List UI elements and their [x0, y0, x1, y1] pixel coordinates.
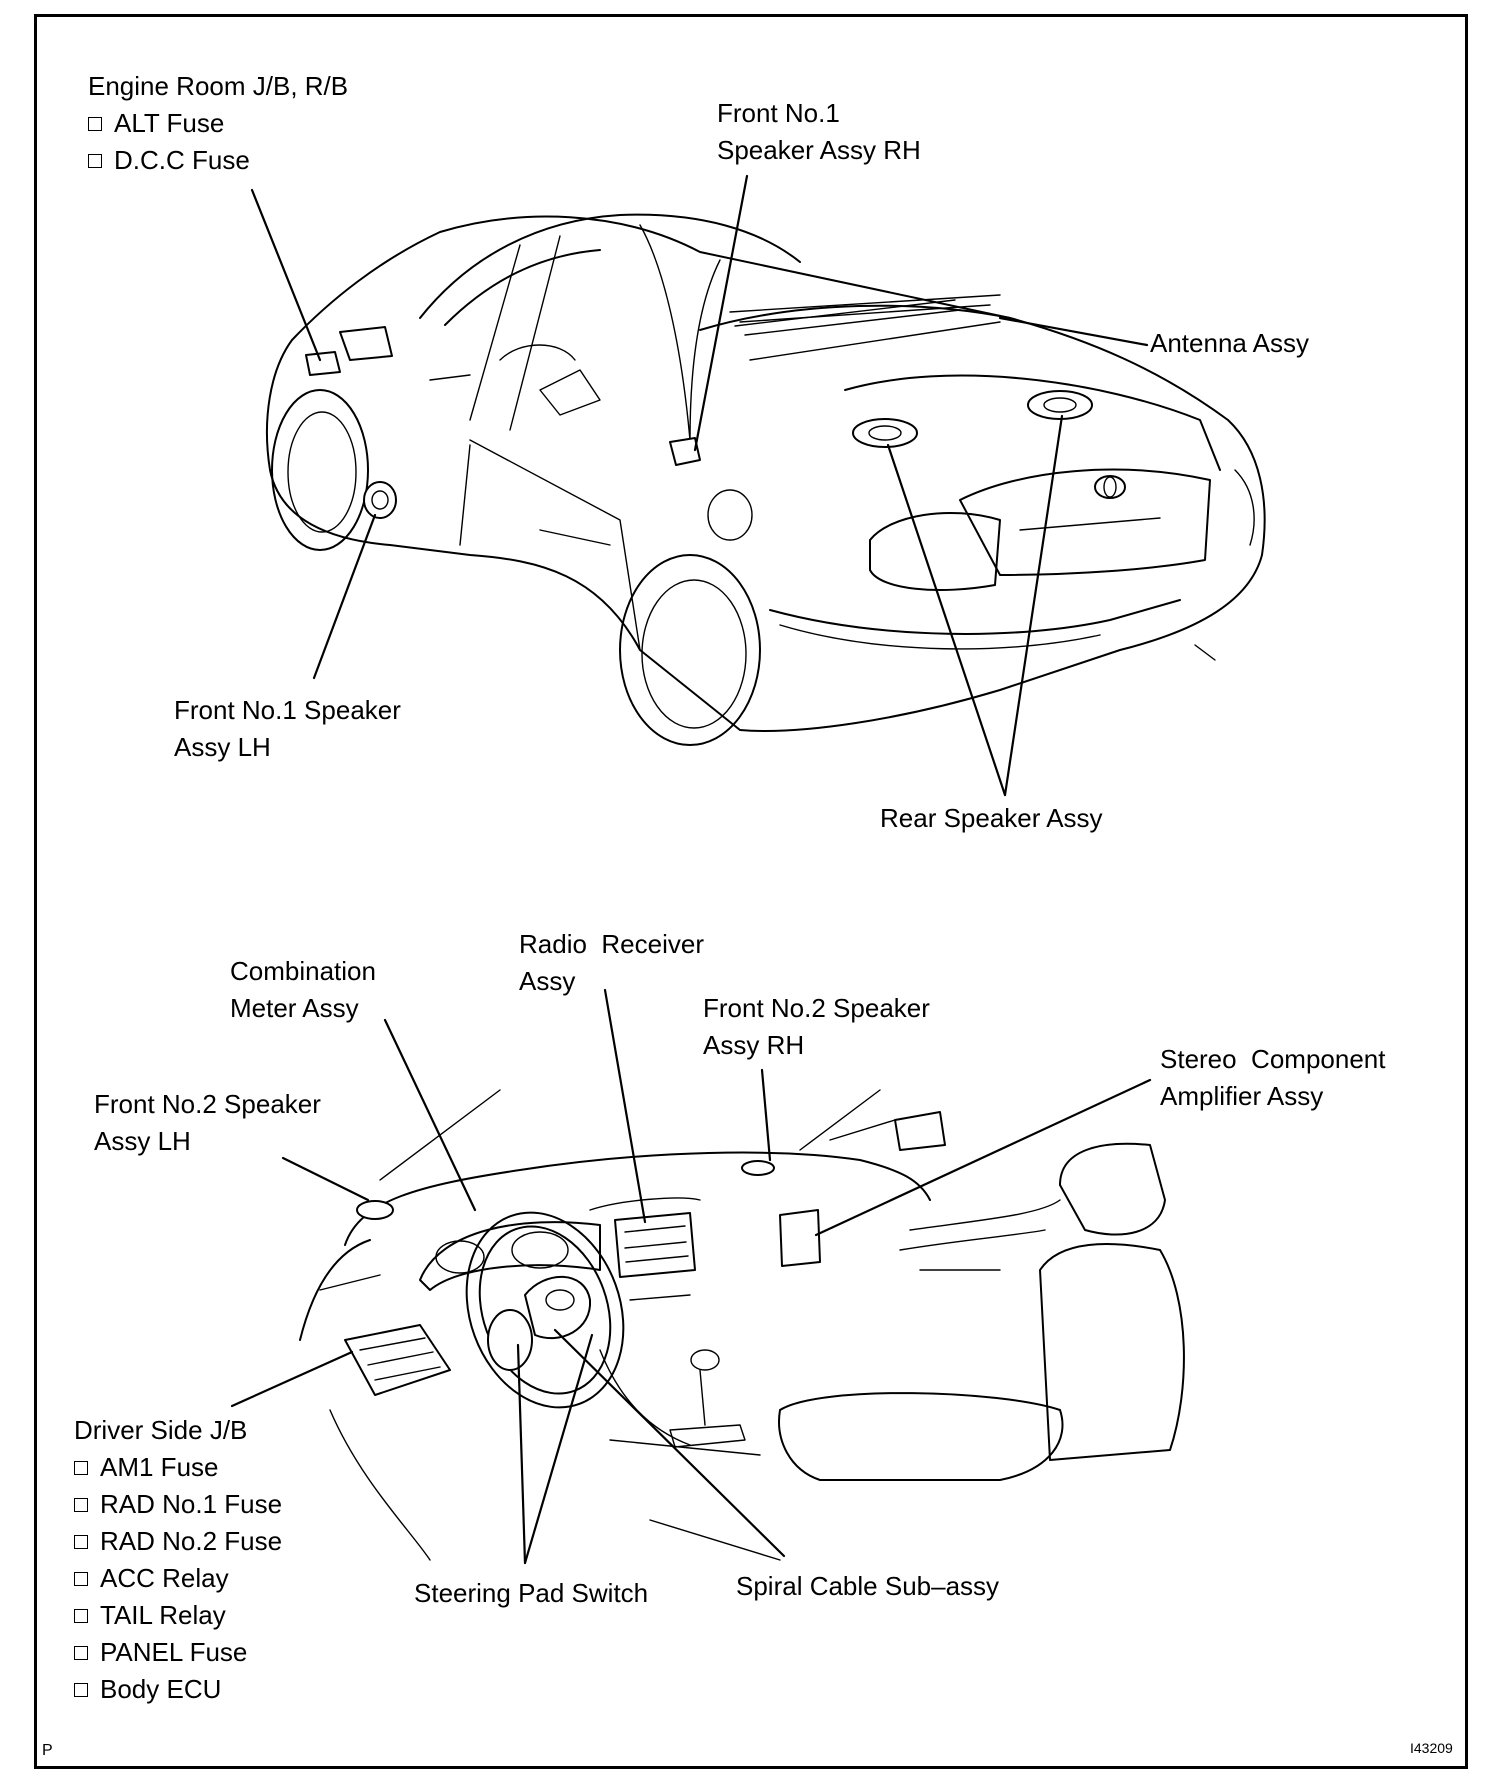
checkbox-icon: [88, 117, 102, 131]
rad-no1-fuse-item: RAD No.1 Fuse: [74, 1486, 282, 1523]
checkbox-icon: [74, 1498, 88, 1512]
top-leader-lines: [250, 174, 1149, 797]
combination-meter-label: Combination Meter Assy: [230, 956, 376, 1023]
front-no1-speaker-lh-label: Front No.1 Speaker Assy LH: [174, 695, 401, 762]
diagram-frame: [34, 14, 1468, 1769]
am1-fuse-item: AM1 Fuse: [74, 1449, 282, 1486]
checkbox-icon: [74, 1646, 88, 1660]
figure-id: I43209: [1410, 1740, 1453, 1756]
checkbox-icon: [74, 1535, 88, 1549]
car-illustration: [265, 213, 1266, 746]
front-no2-speaker-lh-label: Front No.2 Speaker Assy LH: [94, 1089, 321, 1156]
bottom-leader-lines: [230, 988, 1152, 1565]
front-no1-speaker-rh-label: Front No.1 Speaker Assy RH: [717, 98, 921, 165]
checkbox-icon: [88, 154, 102, 168]
front-no2-speaker-rh-label: Front No.2 Speaker Assy RH: [703, 993, 930, 1060]
body-ecu-item: Body ECU: [74, 1671, 282, 1708]
spiral-cable-label: Spiral Cable Sub–assy: [736, 1571, 1000, 1601]
steering-pad-switch-label: Steering Pad Switch: [414, 1578, 649, 1608]
panel-fuse-item: PANEL Fuse: [74, 1634, 282, 1671]
dcc-fuse-item: D.C.C Fuse: [88, 142, 348, 179]
rad-no2-fuse-item: RAD No.2 Fuse: [74, 1523, 282, 1560]
interior-illustration: [299, 1089, 1185, 1561]
checkbox-icon: [74, 1683, 88, 1697]
driver-side-jb-label: Driver Side J/B AM1 Fuse RAD No.1 Fuse R…: [74, 1412, 282, 1708]
stereo-amplifier-label: Stereo Component Amplifier Assy: [1160, 1044, 1386, 1111]
alt-fuse-item: ALT Fuse: [88, 105, 348, 142]
engine-room-jb-title: Engine Room J/B, R/B: [88, 71, 349, 101]
driver-side-jb-title: Driver Side J/B: [74, 1415, 248, 1445]
acc-relay-item: ACC Relay: [74, 1560, 282, 1597]
checkbox-icon: [74, 1609, 88, 1623]
tail-relay-item: TAIL Relay: [74, 1597, 282, 1634]
checkbox-icon: [74, 1461, 88, 1475]
antenna-assy-label: Antenna Assy: [1150, 328, 1309, 358]
radio-receiver-label: Radio Receiver Assy: [519, 929, 704, 996]
engine-room-jb-label: Engine Room J/B, R/B ALT Fuse D.C.C Fuse: [88, 68, 348, 179]
checkbox-icon: [74, 1572, 88, 1586]
rear-speaker-assy-label: Rear Speaker Assy: [880, 803, 1103, 833]
corner-mark: P: [42, 1742, 53, 1759]
